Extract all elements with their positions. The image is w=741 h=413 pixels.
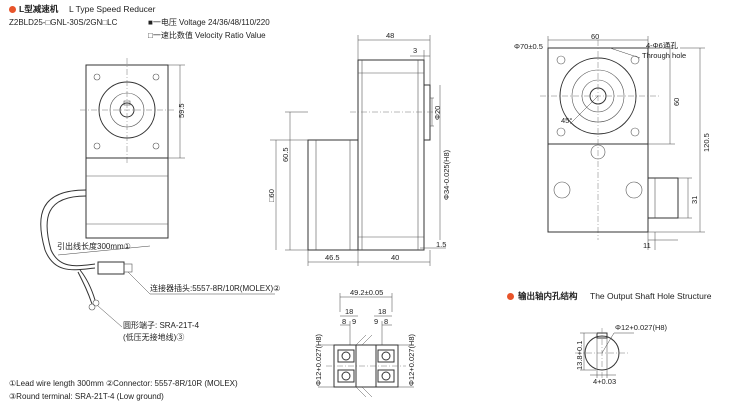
dim-8-right: 8 [384, 317, 389, 326]
ratio-label: □一速比数值 Velocity Ratio Value [148, 31, 266, 40]
shaft-hole-title-en: The Output Shaft Hole Structure [590, 291, 712, 301]
dim-60-5: 60.5 [281, 147, 290, 162]
dim-48: 48 [386, 31, 395, 40]
dim-13-8: 13.8+0.1 [575, 340, 584, 370]
callout-connector: 连接器插头:5557-8R/10R(MOLEX)② [150, 284, 281, 293]
shaft-hole-detail [575, 328, 634, 380]
title-cn: L型减速机 [19, 4, 59, 14]
dim-9-left: 9 [352, 317, 357, 326]
holes-label-en: Through hole [642, 51, 687, 60]
callout-lead-wire: 引出线长度300mm① [57, 242, 131, 251]
dim-59-5: 59.5 [177, 103, 186, 118]
dim-18-right: 18 [378, 307, 387, 316]
dim-3: 3 [413, 46, 418, 55]
dim-45-deg: 45° [561, 116, 573, 125]
dim-8-left: 8 [342, 317, 347, 326]
dim-18-left: 18 [345, 307, 354, 316]
callout-terminal-2: (低压无接地线)③ [123, 333, 185, 342]
dim-46-5: 46.5 [325, 253, 340, 262]
footnote-line-2: ③Round terminal: SRA-21T-4 (Low ground) [9, 392, 164, 401]
dim-phi34: Φ34-0.025(H8) [442, 149, 451, 200]
dim-4: 4+0.03 [593, 377, 617, 386]
shaft-hole-title-cn: 输出轴内孔结构 [518, 291, 578, 301]
right-view [540, 36, 705, 250]
dim-phi12-hole: Φ12+0.027(H8) [615, 323, 668, 332]
voltage-label: ■一电压 Voltage 24/36/48/110/220 [148, 18, 270, 27]
callout-terminal-1: 圆形端子: SRA-21T-4 [123, 321, 200, 330]
dim-phi12-left: Φ12+0.027(H8) [314, 333, 323, 386]
dim-49-2: 49.2±0.05 [350, 288, 384, 297]
shaft-hole-bullet [507, 293, 514, 300]
front-view [40, 58, 275, 328]
hollow-shaft-section [318, 293, 414, 398]
dim-120-5: 120.5 [702, 133, 711, 152]
title-bullet [9, 6, 16, 13]
title-en: L Type Speed Reducer [69, 4, 156, 14]
dim-sq60: □60 [267, 189, 276, 202]
dim-phi20: Φ20 [433, 105, 442, 120]
dim-9-right: 9 [374, 317, 379, 326]
dim-phi12-right: Φ12+0.027(H8) [407, 333, 416, 386]
dim-60-top: 60 [591, 32, 600, 41]
dim-1-5: 1.5 [436, 240, 447, 249]
holes-label: 4-Φ6通孔 [646, 41, 678, 50]
dim-60-side: 60 [672, 97, 681, 106]
footnote-line-1: ①Lead wire length 300mm ②Connector: 5557… [9, 379, 238, 388]
dim-11: 11 [643, 241, 651, 250]
dim-40: 40 [391, 253, 400, 262]
dim-phi70: Φ70±0.5 [514, 42, 543, 51]
dim-31: 31 [690, 195, 699, 204]
side-view [270, 35, 446, 266]
model-code: Z2BLD25-□GNL-30S/2GN□LC [9, 18, 118, 27]
